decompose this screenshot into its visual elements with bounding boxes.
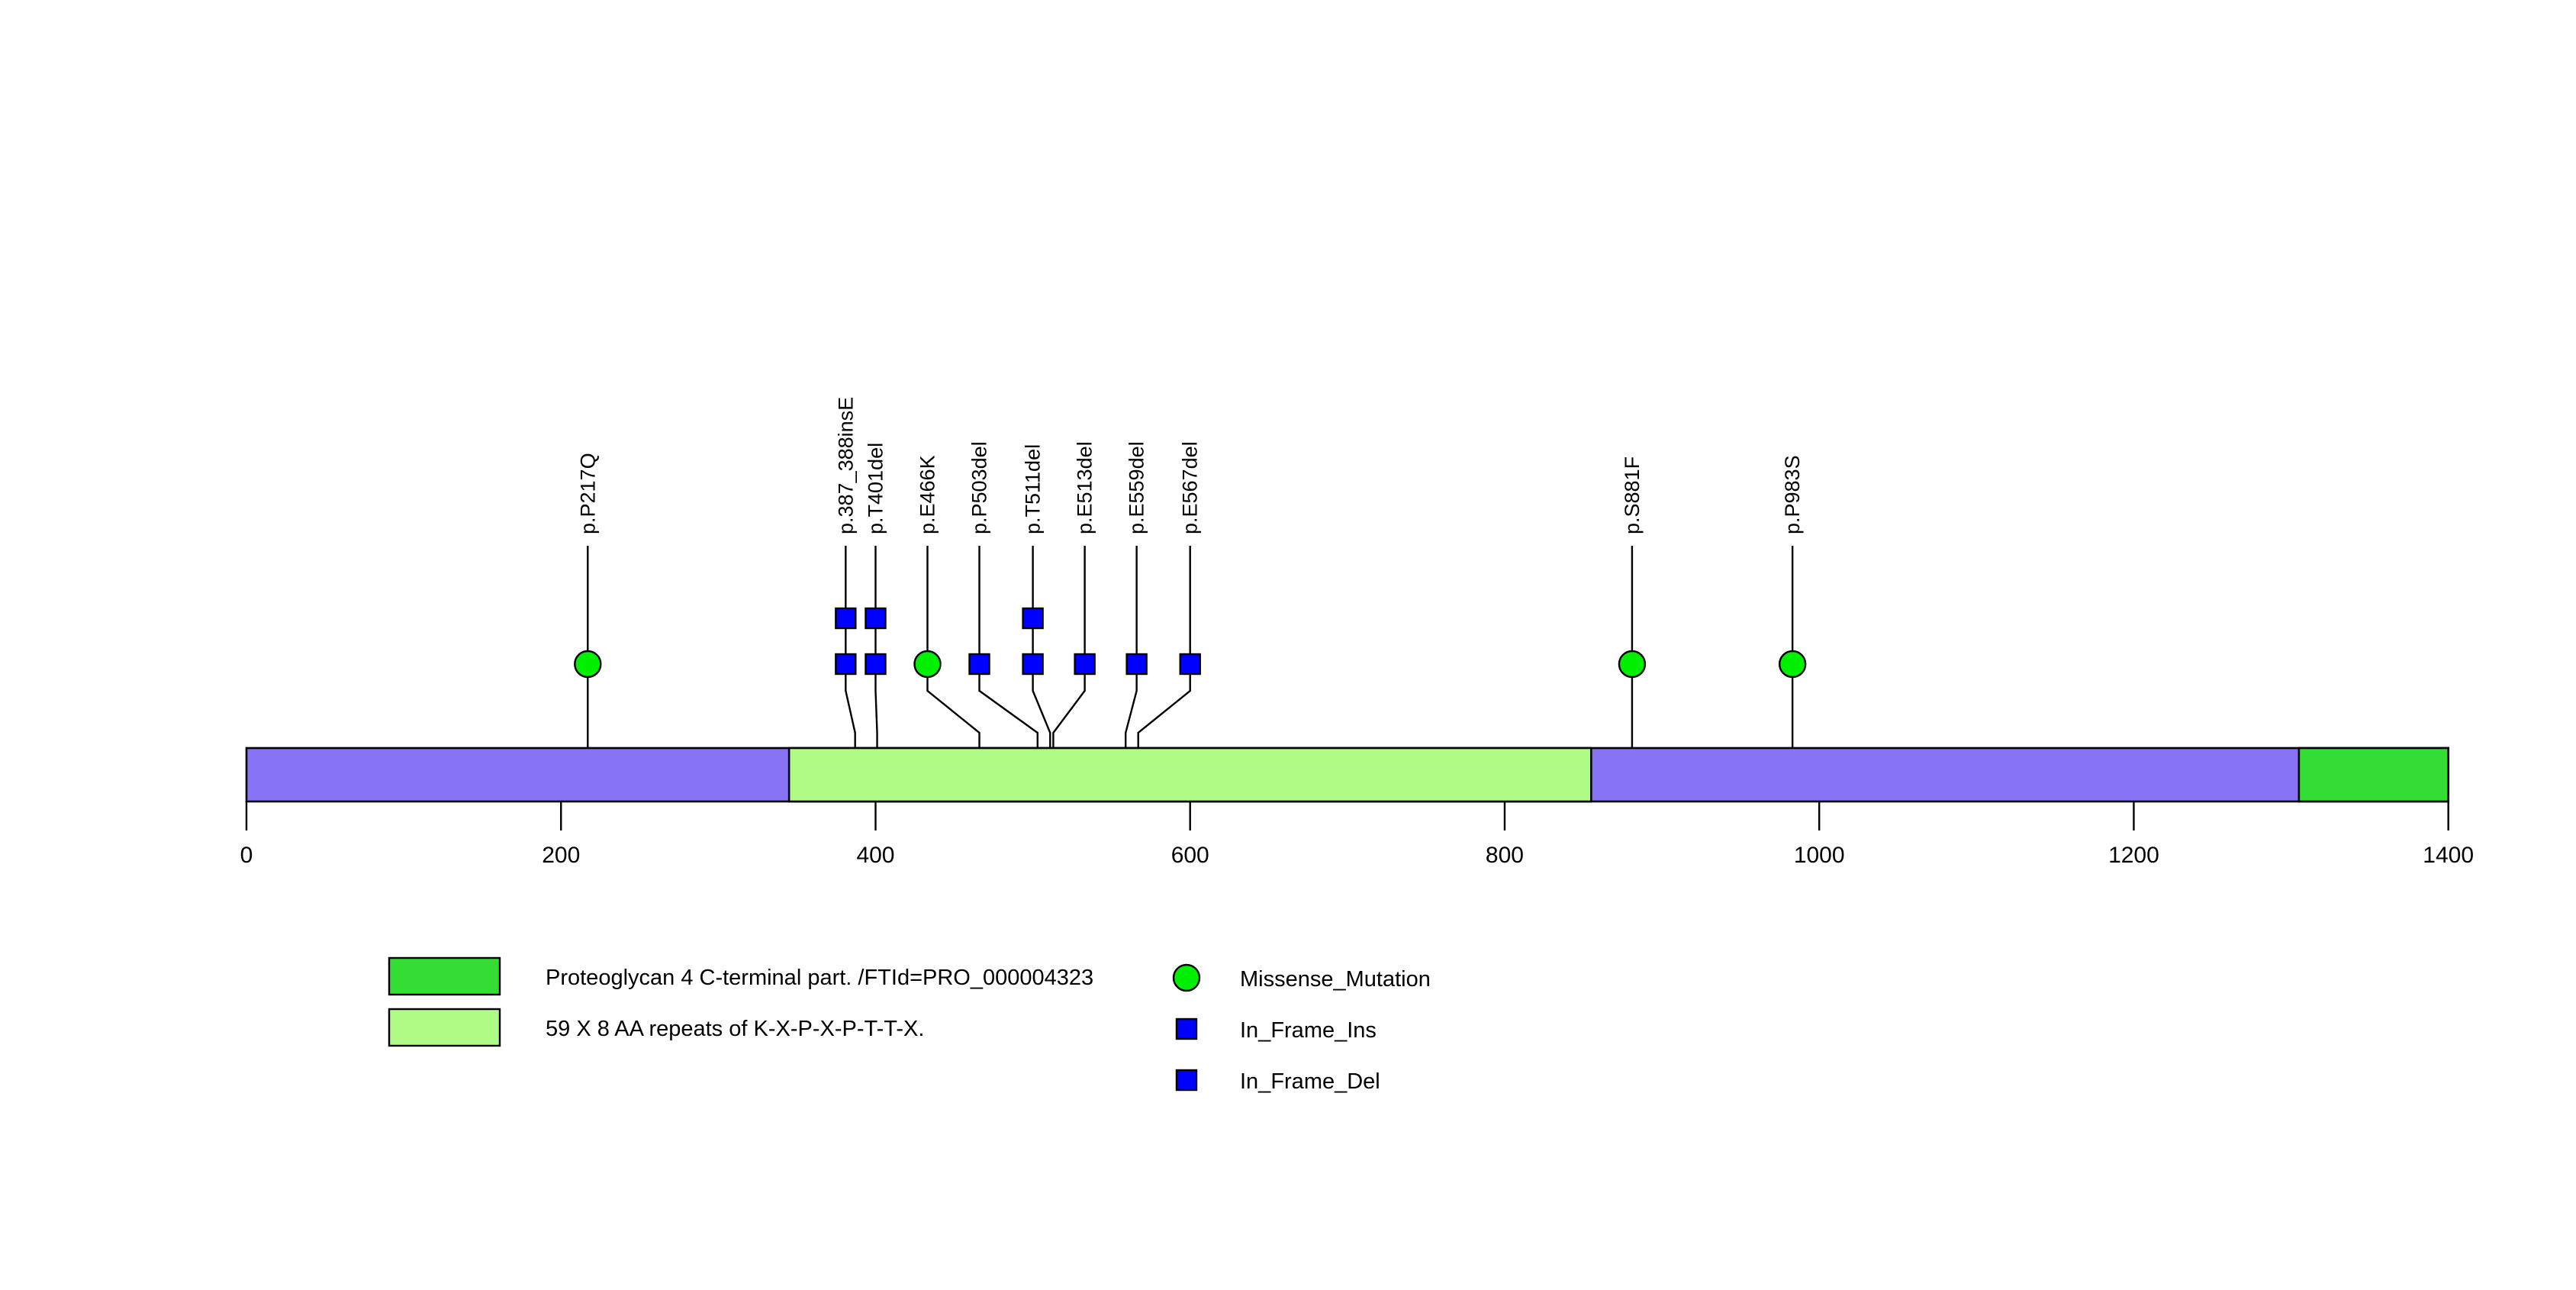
mutation-stem	[978, 546, 1038, 748]
mutation-marker[interactable]: p.387_388insE (In_Frame_Ins)	[835, 653, 857, 676]
axis-tick-label: 600	[1171, 843, 1209, 868]
mutation-label: p.T401del	[864, 443, 887, 534]
axis-tick-label: 0	[240, 843, 253, 868]
legend-mutation-label: In_Frame_Ins	[1240, 1018, 1377, 1043]
mutation-stems-layer	[587, 546, 1794, 748]
mutation-label: p.387_388insE	[834, 397, 857, 534]
legend-mutation-marker	[1172, 963, 1201, 992]
mutation-label: p.P503del	[968, 441, 991, 534]
mutation-label: p.E466K	[916, 455, 939, 534]
legend-mutation-marker	[1175, 1069, 1198, 1092]
mutation-labels-layer: p.P217Q p.387_388insE p.T401del p.E466K p.P5…	[576, 397, 1804, 534]
mutation-marker[interactable]: p.E513del (In_Frame_Del)	[1074, 653, 1096, 676]
mutation-stem	[1125, 546, 1138, 748]
axis-tick-label: 1200	[2108, 843, 2159, 868]
mutation-stem	[845, 546, 856, 748]
axis-tick-label: 400	[856, 843, 894, 868]
mutation-label: p.E559del	[1125, 441, 1148, 534]
legend-domain-swatch	[388, 1008, 501, 1047]
mutation-label: p.E513del	[1074, 441, 1096, 534]
protein-domain-0[interactable]: 59 X 8 AA repeats of K-X-P-X-P-T-T-X.	[787, 747, 1592, 803]
legend-domain-label: Proteoglycan 4 C-terminal part. /FTId=PR…	[546, 966, 1093, 990]
mutation-label: p.S881F	[1621, 456, 1644, 534]
mutation-stem	[1052, 546, 1086, 748]
mutation-stem	[926, 546, 980, 748]
mutation-marker[interactable]: p.P983S (Missense_Mutation)	[1778, 650, 1807, 679]
x-axis-layer: 0 200 400 600 800 1000 1200 1400	[240, 801, 2474, 868]
mutation-marker[interactable]: p.T401del (In_Frame_Del)	[865, 607, 887, 630]
legend-mutation-marker	[1175, 1017, 1198, 1040]
legend-domain-label: 59 X 8 AA repeats of K-X-P-X-P-T-T-X.	[546, 1017, 924, 1041]
mutation-marker[interactable]: p.T511del (In_Frame_Del)	[1022, 653, 1044, 676]
mutation-label: p.E567del	[1179, 441, 1202, 534]
mutation-stem	[1032, 546, 1051, 748]
mutation-markers-layer: p.P217Q (Missense_Mutation) p.387_388insE…	[574, 607, 1807, 679]
mutation-marker[interactable]: p.T401del (In_Frame_Del)	[865, 653, 887, 676]
mutation-label: p.T511del	[1022, 444, 1045, 534]
protein-backbone-layer: 59 X 8 AA repeats of K-X-P-X-P-T-T-X. Pro…	[245, 747, 2449, 803]
legend-layer: Proteoglycan 4 C-terminal part. /FTId=PR…	[388, 956, 1431, 1094]
mutation-marker[interactable]: p.E567del (In_Frame_Del)	[1179, 653, 1201, 676]
mutation-marker[interactable]: p.387_388insE (In_Frame_Ins)	[835, 607, 857, 630]
axis-tick-label: 800	[1486, 843, 1524, 868]
mutation-stem	[1137, 546, 1191, 748]
protein-domain-1[interactable]: Proteoglycan 4 C-terminal part. /FTId=PR…	[2297, 747, 2449, 803]
axis-tick-label: 1000	[1794, 843, 1845, 868]
mutation-marker[interactable]: p.P217Q (Missense_Mutation)	[574, 650, 602, 679]
legend-domain-swatch	[388, 956, 501, 996]
legend-mutation-label: Missense_Mutation	[1240, 967, 1431, 992]
mutation-label: p.P983S	[1781, 455, 1804, 534]
mutation-marker[interactable]: p.E559del (In_Frame_Del)	[1125, 653, 1148, 676]
axis-tick-label: 1400	[2423, 843, 2474, 868]
mutation-marker[interactable]: p.P503del (In_Frame_Del)	[968, 653, 990, 676]
mutation-label: p.P217Q	[576, 453, 599, 534]
legend-mutation-label: In_Frame_Del	[1240, 1069, 1380, 1094]
mutation-marker[interactable]: p.S881F (Missense_Mutation)	[1618, 650, 1647, 679]
mutation-marker[interactable]: p.T511del (In_Frame_Del)	[1022, 607, 1044, 630]
axis-tick-label: 200	[542, 843, 580, 868]
mutation-stem	[874, 546, 878, 748]
mutation-marker[interactable]: p.E466K (Missense_Mutation)	[913, 650, 942, 679]
